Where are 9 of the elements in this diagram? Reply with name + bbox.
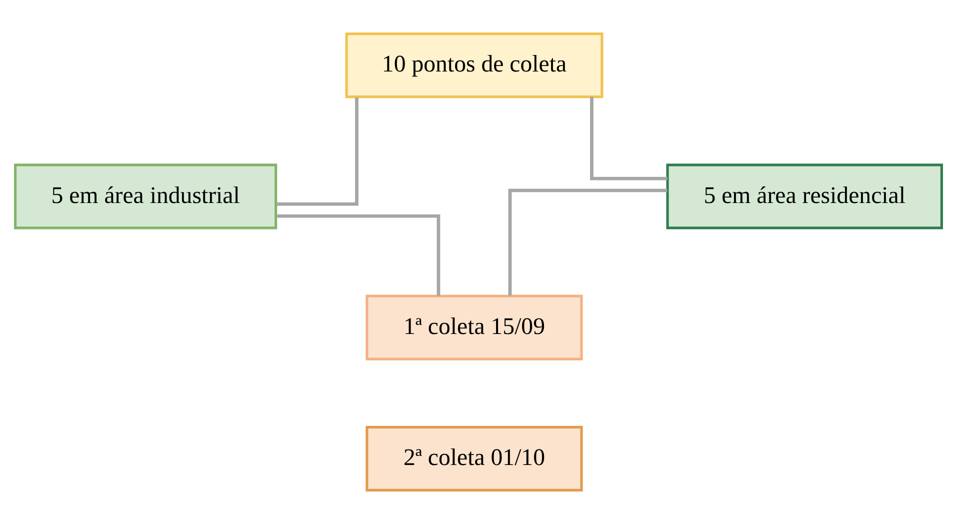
connector	[276, 98, 358, 206]
connector	[276, 214, 440, 296]
node-box: 2ª coleta 01/10	[366, 426, 583, 492]
node-box: 5 em área industrial	[14, 164, 278, 230]
connector	[590, 96, 668, 180]
connector	[508, 188, 668, 296]
node-box: 5 em área residencial	[666, 164, 943, 230]
node-box: 10 pontos de coleta	[345, 32, 604, 98]
node-box: 1ª coleta 15/09	[366, 294, 583, 360]
